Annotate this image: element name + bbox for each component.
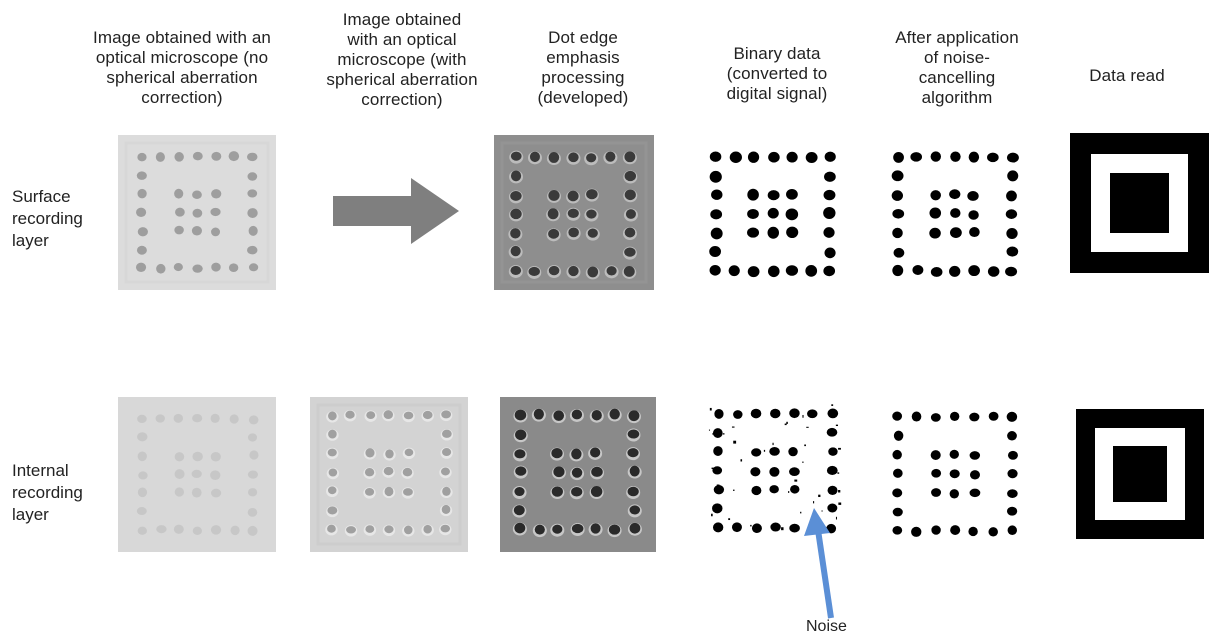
header-col1: Image obtained with an optical microscop… [93,28,271,107]
noise-arrow [800,500,850,620]
internal-data-read-symbol [1076,409,1204,539]
row-label-internal: Internal recording layer [12,461,83,524]
noise-label: Noise [806,618,847,635]
surface-data-read-symbol [1070,133,1209,273]
internal-microscope-with-correction-image [310,397,468,552]
header-col3: Dot edge emphasis processing (developed) [537,28,629,107]
surface-binary-data-image [704,145,844,280]
surface-edge-emphasis-image [494,135,654,290]
internal-binary-data-image [704,400,844,540]
surface-microscope-no-correction-image [118,135,276,290]
internal-noise-cancelled-image [886,405,1026,540]
header-col4: Binary data (converted to digital signal… [726,44,828,103]
header-col2: Image obtained with an optical microscop… [326,10,478,109]
block-arrow [333,178,461,244]
internal-edge-emphasis-image [500,397,656,552]
header-col6: Data read [1089,66,1165,85]
internal-microscope-no-correction-image [118,397,276,552]
row-label-surface: Surface recording layer [12,187,83,250]
surface-noise-cancelled-image [886,145,1026,280]
header-col5: After application of noise- cancelling a… [895,28,1019,107]
